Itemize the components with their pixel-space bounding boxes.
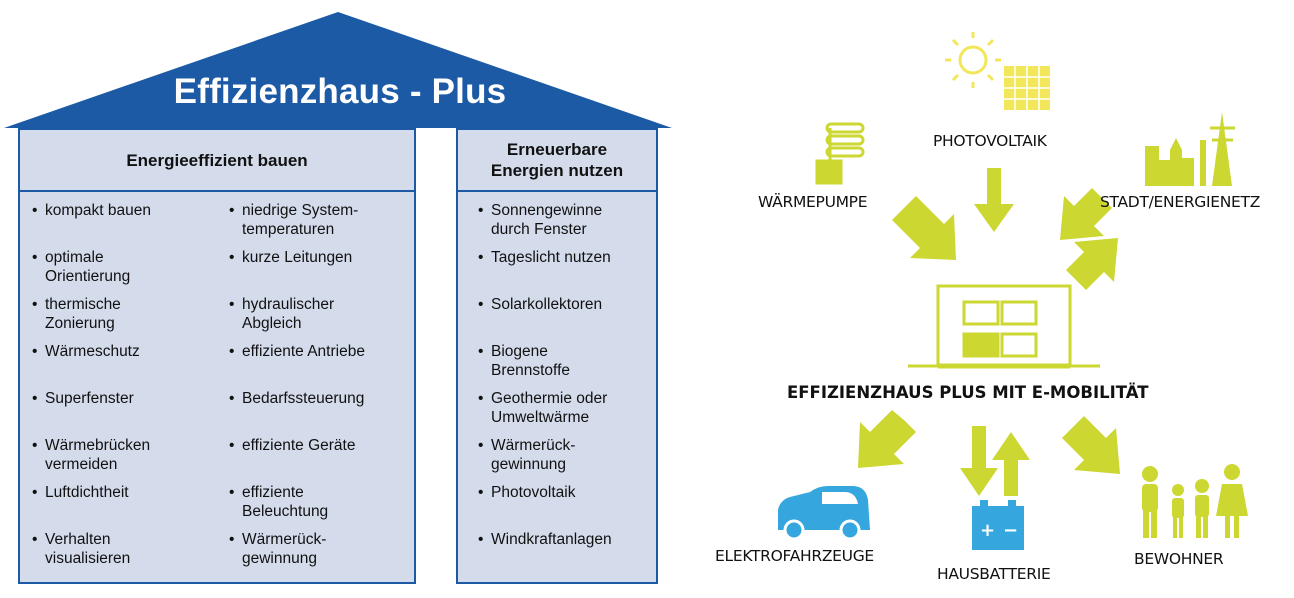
e-mobility-diagram: + − (778, 32, 1248, 550)
label-center: EFFIZIENZHAUS PLUS MIT E-MOBILITÄT (787, 383, 1149, 402)
label-residents: BEWOHNER (1134, 550, 1224, 568)
label-battery: HAUSBATTERIE (937, 565, 1051, 583)
panel-heading-line1: Erneuerbare (506, 140, 608, 159)
panel-heading-text: Energieeffizient bauen (126, 150, 308, 170)
list-item-line: Abgleich (242, 314, 302, 332)
arrow-battery-down (960, 426, 998, 496)
list-item-line: Solarkollektoren (491, 296, 603, 313)
list-item-line: gewinnung (242, 549, 317, 567)
list-item-line: Geothermie oder (491, 390, 608, 407)
battery-icon-bottom-right (1000, 332, 1038, 358)
list-item-line: durch Fenster (491, 220, 587, 238)
electric-car-icon (778, 486, 870, 541)
list-item: Wärmerück-gewinnung (227, 531, 417, 568)
heat-pump-icon (815, 122, 865, 185)
list-item-line: Brennstoffe (491, 361, 570, 379)
list-item-line: Umweltwärme (491, 408, 590, 426)
list-item-line: Windkraftanlagen (491, 531, 612, 548)
list-item: kurze Leitungen (227, 249, 417, 268)
list-item-line: temperaturen (242, 220, 335, 238)
list-item-line: Zonierung (45, 314, 115, 332)
list-item-line: vermeiden (45, 455, 118, 473)
list-item: Wärmeschutz (30, 343, 220, 362)
list-item-line: niedrige System- (242, 202, 359, 219)
arrow-house-to-residents (1062, 416, 1120, 474)
list-item: niedrige System-temperaturen (227, 202, 417, 239)
label-grid: STADT/ENERGIENETZ (1100, 193, 1261, 211)
arrow-pv-to-house (974, 168, 1014, 232)
battery-icon-top-left (962, 300, 1000, 326)
list-item: Luftdichtheit (30, 484, 220, 503)
house-battery-icon (972, 500, 1024, 550)
list-item-line: Sonnengewinne (491, 202, 603, 219)
list-item-line: visualisieren (45, 549, 131, 567)
list-item-line: Luftdichtheit (45, 484, 129, 501)
arrow-grid-to-house (1060, 188, 1112, 240)
list-item: kompakt bauen (30, 202, 220, 221)
house-battery-minus: − (1003, 520, 1018, 541)
list-item-line: Biogene (491, 343, 548, 360)
list-item-line: effiziente Antriebe (242, 343, 365, 360)
battery-icon-top-right (1000, 300, 1038, 326)
list-item-line: Wärmebrücken (45, 437, 151, 454)
list-item: Solarkollektoren (476, 296, 654, 315)
list-item-line: kurze Leitungen (242, 249, 353, 266)
list-item-line: Wärmeschutz (45, 343, 140, 360)
list-item-line: hydraulischer (242, 296, 335, 313)
list-item-line: Orientierung (45, 267, 131, 285)
house-battery-plus: + (980, 520, 995, 541)
list-item-line: Tageslicht nutzen (491, 249, 611, 266)
label-ev: ELEKTROFAHRZEUGE (715, 547, 874, 565)
list-item: Photovoltaik (476, 484, 654, 503)
arrow-house-to-grid (1066, 238, 1118, 290)
panel-heading: Energieeffizient bauen (20, 130, 414, 192)
list-item: effiziente Antriebe (227, 343, 417, 362)
list-item-line: thermische (45, 296, 121, 313)
list-item-line: kompakt bauen (45, 202, 151, 219)
house-roof (4, 12, 672, 128)
list-item: Superfenster (30, 390, 220, 409)
list-item-line: Bedarfssteuerung (242, 390, 365, 407)
list-item-line: Photovoltaik (491, 484, 576, 501)
sun-icon (945, 32, 1001, 88)
arrow-house-to-ev (858, 410, 916, 468)
list-item-line: gewinnung (491, 455, 566, 473)
list-item-line: effiziente (242, 484, 304, 501)
label-photovoltaic: PHOTOVOLTAIK (933, 132, 1047, 150)
list-item-line: Wärmerück- (242, 531, 327, 548)
list-item-line: optimale (45, 249, 104, 266)
arrow-battery-up (992, 432, 1030, 496)
list-item: Windkraftanlagen (476, 531, 654, 550)
list-item-line: Verhalten (45, 531, 111, 548)
list-item: Bedarfssteuerung (227, 390, 417, 409)
house-title: Effizienzhaus - Plus (173, 72, 507, 111)
label-heat-pump: WÄRMEPUMPE (758, 193, 868, 211)
e-mobility-graphic: + − PHOTOVOLTAIK WÄRMEPUMPE STADT/ENERGI… (690, 0, 1294, 593)
city-grid-icon (1145, 112, 1235, 186)
solar-panel-icon (1004, 66, 1050, 110)
list-item-line: effiziente Geräte (242, 437, 356, 454)
list-item: effiziente Geräte (227, 437, 417, 456)
garage-icon (908, 284, 1100, 369)
list-item-line: Wärmerück- (491, 437, 576, 454)
list-item: Tageslicht nutzen (476, 249, 654, 268)
list-item-line: Beleuchtung (242, 502, 329, 520)
panel-heading-line2: Energien nutzen (490, 161, 624, 180)
battery-icon-bottom-left (962, 332, 1000, 358)
arrow-heat-pump-to-house (892, 196, 956, 260)
list-item: Wärmerück-gewinnung (476, 437, 654, 474)
panel-heading: Erneuerbare Energien nutzen (458, 130, 656, 192)
list-item-line: Superfenster (45, 390, 134, 407)
family-icon (1142, 464, 1248, 538)
